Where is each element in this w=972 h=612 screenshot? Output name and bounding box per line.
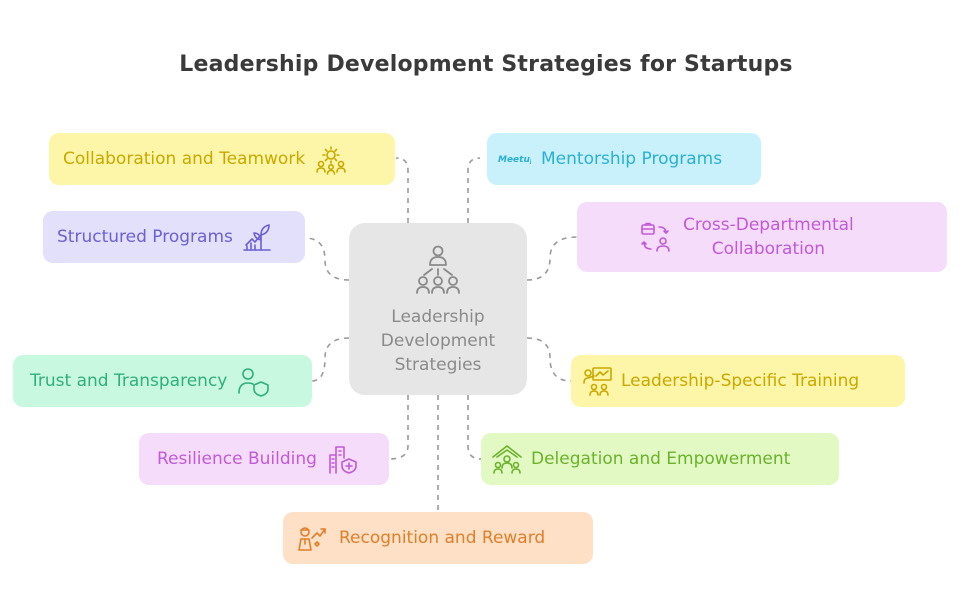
meetup-logo-icon: Meetup [497,150,531,168]
node-label: Leadership-Specific Training [621,371,860,391]
node-label: Recognition and Reward [339,528,546,548]
connector-cross-departmental [526,236,578,281]
connector-training [526,337,572,382]
center-label-line-2: Development [380,331,496,351]
diagram-title: Leadership Development Strategies for St… [179,52,793,77]
connector-delegation [467,395,482,460]
achievement-icon [295,522,327,554]
node-recognition-reward: Recognition and Reward [283,512,593,564]
node-label: Collaboration and Teamwork [63,149,306,169]
node-label: Structured Programs [57,227,233,247]
node-structured-programs: Structured Programs [43,211,305,263]
node-mentorship-programs: Meetup Mentorship Programs [487,133,761,185]
node-delegation-empowerment: Delegation and Empowerment [481,433,839,485]
connector-mentorship [467,157,481,223]
growth-plant-icon [241,221,273,253]
leader-group-icon [414,245,462,299]
node-label: Mentorship Programs [541,149,723,169]
node-label: Resilience Building [157,449,317,469]
center-node: Leadership Development Strategies [349,223,527,395]
meetup-logo-text: Meetup [498,155,531,165]
center-label-line-1: Leadership [391,307,485,327]
node-label-line-2: Collaboration [711,239,826,259]
node-leadership-specific-training: Leadership-Specific Training [571,355,905,407]
user-shield-icon [237,365,270,397]
team-gear-icon [315,143,347,175]
building-shield-icon [327,443,359,475]
node-resilience-building: Resilience Building [139,433,389,485]
exchange-icon [639,221,671,253]
node-label: Delegation and Empowerment [531,449,791,469]
presentation-icon [581,365,613,397]
team-pyramid-icon [491,443,523,475]
connector-collaboration [395,157,409,223]
center-label-line-3: Strategies [394,355,482,375]
node-collaboration-teamwork: Collaboration and Teamwork [49,133,395,185]
connector-trust [311,337,350,382]
connector-resilience [388,395,409,460]
connector-structured [304,237,350,281]
node-trust-transparency: Trust and Transparency [13,355,312,407]
node-label-line-1: Cross-Departmental [683,215,854,235]
node-cross-departmental-collaboration: Cross-Departmental Collaboration [577,202,947,272]
node-label: Trust and Transparency [30,371,228,391]
